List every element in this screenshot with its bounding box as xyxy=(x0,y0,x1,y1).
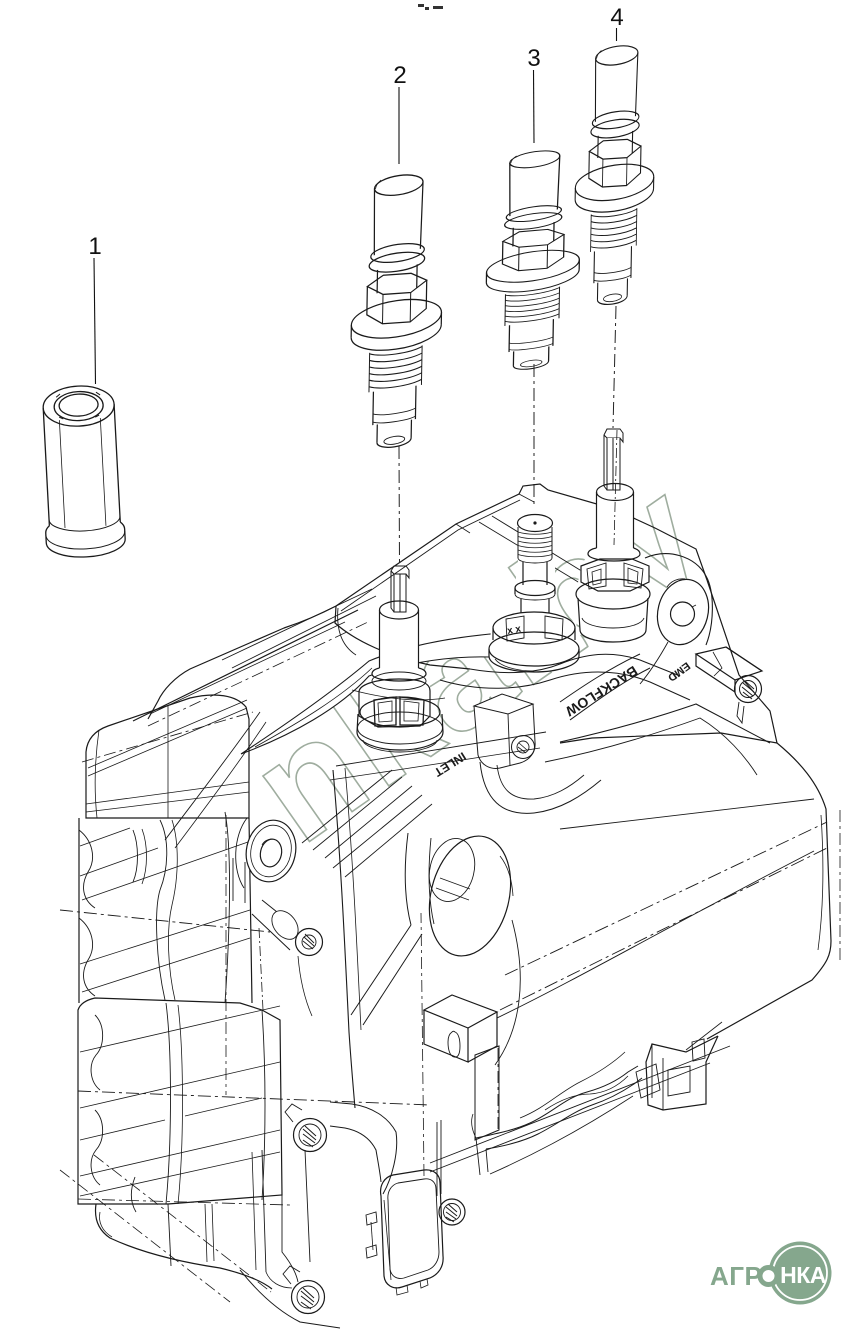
svg-text:2: 2 xyxy=(393,62,406,89)
svg-text:АГР: АГР xyxy=(710,1261,762,1291)
svg-text:НКА: НКА xyxy=(780,1262,826,1288)
svg-text:4: 4 xyxy=(610,4,623,31)
svg-text:3: 3 xyxy=(527,45,540,72)
svg-text:1: 1 xyxy=(88,233,101,260)
svg-text:EMD: EMD xyxy=(665,659,692,683)
